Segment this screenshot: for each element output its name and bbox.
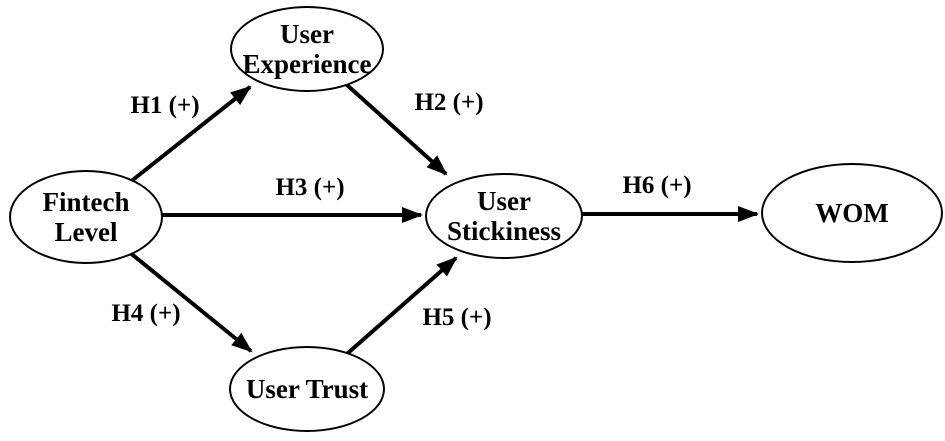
node-label-user-stickiness: User Stickiness: [446, 185, 562, 246]
edge-label-h4: H4 (+): [111, 300, 181, 327]
edge-label-h3: H3 (+): [275, 174, 345, 201]
node-label-user-trust: User Trust: [245, 373, 369, 404]
edge-label-h5: H5 (+): [422, 304, 492, 331]
node-wom: WOM: [761, 163, 943, 263]
node-fintech-level: Fintech Level: [9, 170, 163, 264]
node-label-fintech-level: Fintech Level: [42, 186, 130, 247]
node-label-user-experience: User Experience: [242, 18, 372, 79]
node-user-experience: User Experience: [230, 6, 384, 92]
node-user-trust: User Trust: [229, 346, 385, 432]
node-user-stickiness: User Stickiness: [425, 173, 583, 259]
edge-label-h6: H6 (+): [622, 172, 692, 199]
edge-label-h2: H2 (+): [414, 89, 484, 116]
node-label-wom: WOM: [815, 197, 889, 228]
edge-label-h1: H1 (+): [130, 92, 200, 119]
